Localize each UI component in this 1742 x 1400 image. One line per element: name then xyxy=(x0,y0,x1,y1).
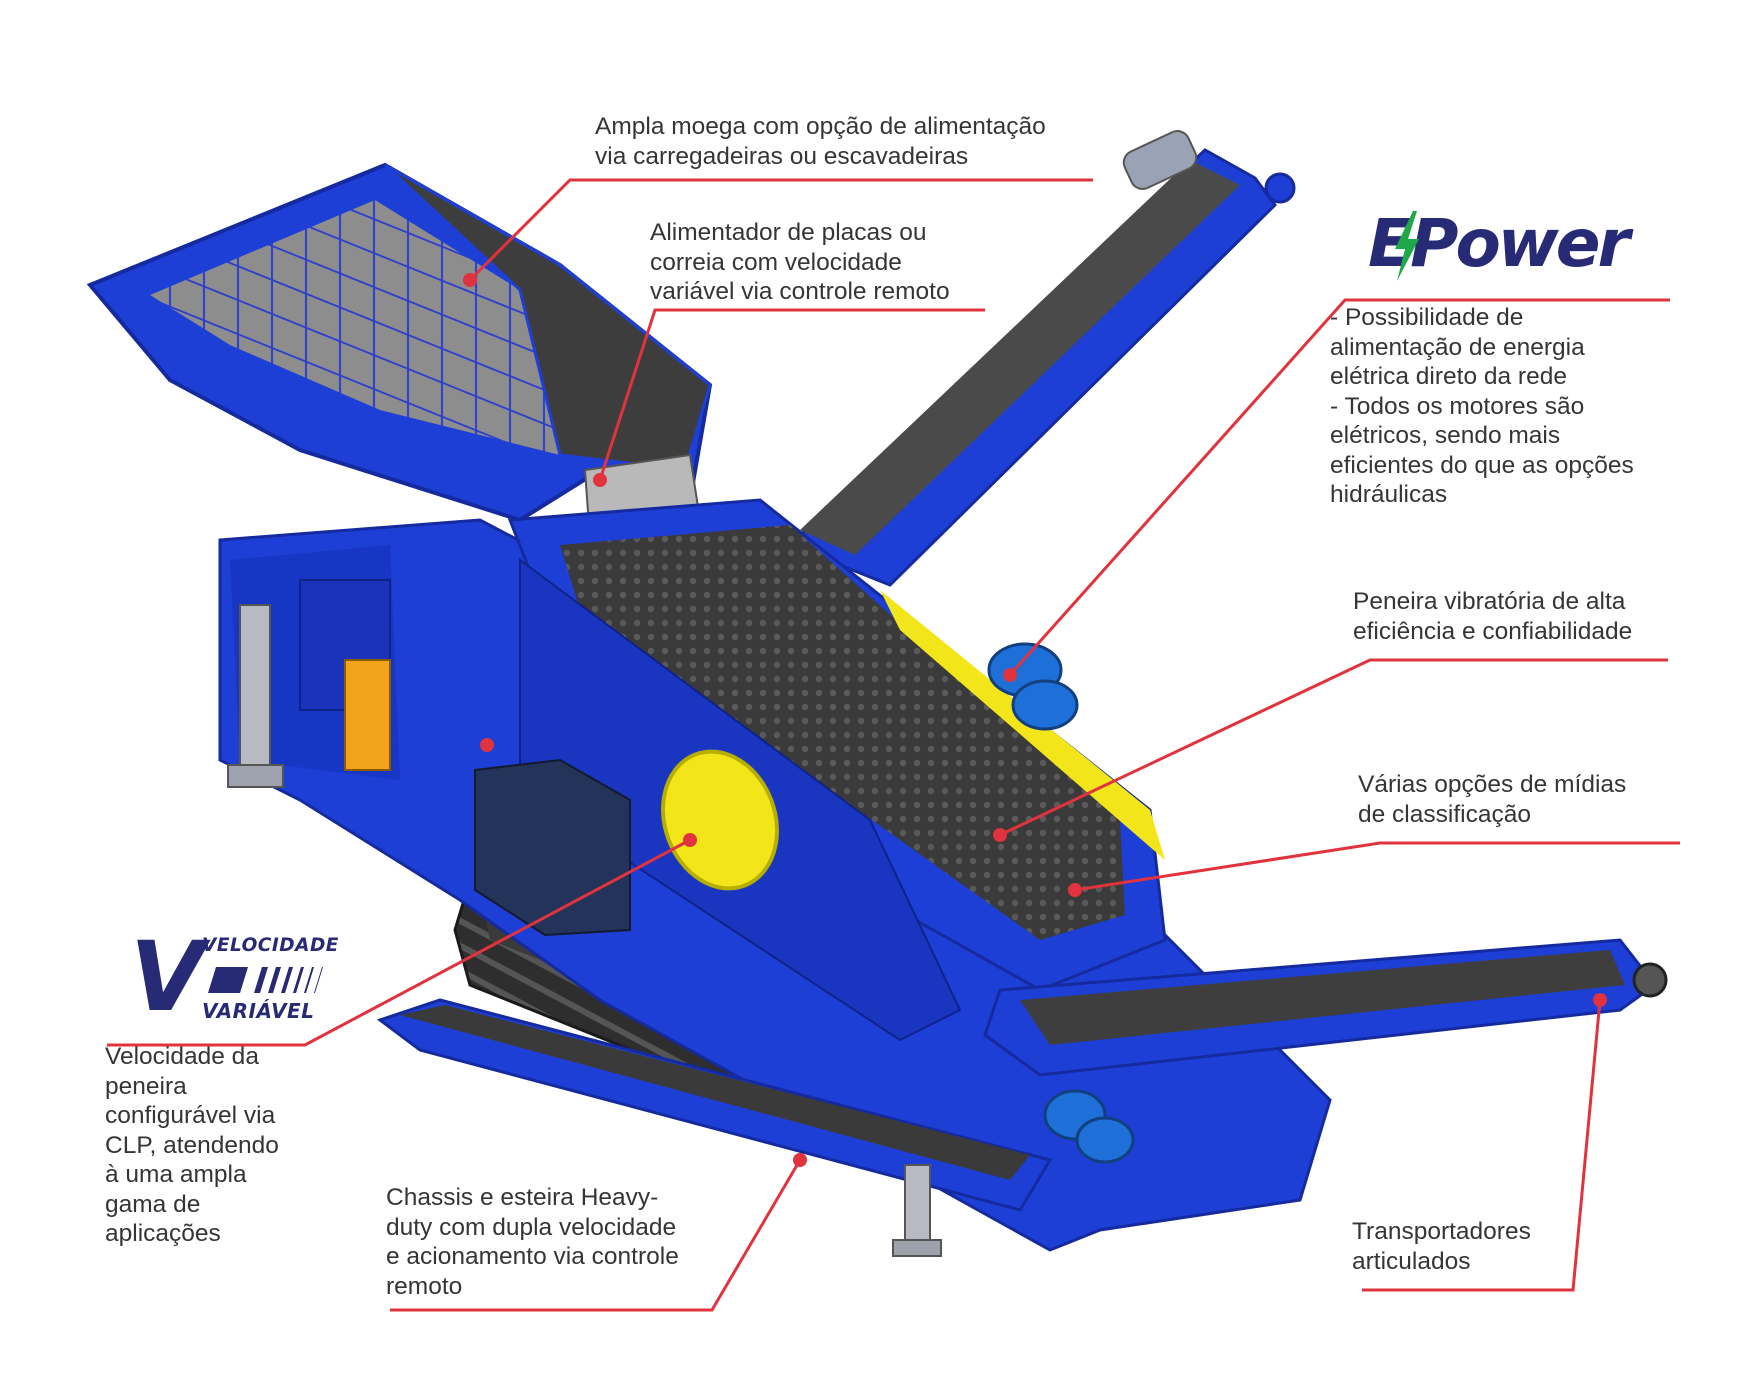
vibrator-guard xyxy=(661,749,779,891)
leader-conveyors xyxy=(1362,999,1602,1292)
leader-epower xyxy=(1008,298,1670,676)
callout-feeder: Alimentador de placas ou correia com vel… xyxy=(650,219,950,305)
stockpile-conveyor xyxy=(787,130,1296,587)
callout-chassis: Chassis e esteira Heavy- duty com dupla … xyxy=(386,1184,679,1300)
variable-speed-logo: V VELOCIDADE VARIÁVEL xyxy=(130,921,340,1033)
callout-epower: - Possibilidade de alimentação de energi… xyxy=(1330,304,1634,508)
callout-anchors xyxy=(463,273,1607,1167)
variable-speed-logo-line1: VELOCIDADE xyxy=(202,935,339,956)
leader-chassis xyxy=(390,1159,802,1312)
callout-screen: Peneira vibratória de alta eficiência e … xyxy=(1353,588,1633,645)
lightning-bolt-icon xyxy=(1395,211,1419,281)
feed-hopper xyxy=(86,162,713,542)
support-legs xyxy=(227,604,942,1257)
speed-stripes-icon xyxy=(208,967,323,993)
leader-media xyxy=(1074,841,1680,892)
side-conveyor-right xyxy=(983,938,1668,1077)
callout-hopper: Ampla moega com opção de alimentação via… xyxy=(595,113,1046,170)
leader-screen xyxy=(999,658,1668,837)
leader-hopper xyxy=(468,178,1093,282)
leader-speed xyxy=(107,838,691,1047)
callout-speed: Velocidade da peneira configurável via C… xyxy=(105,1043,279,1247)
variable-speed-logo-line2: VARIÁVEL xyxy=(202,999,315,1023)
epower-logo: EPower xyxy=(1368,205,1630,287)
fines-conveyor-bottom xyxy=(376,998,1053,1212)
electric-motors xyxy=(987,642,1135,1164)
leader-feeder xyxy=(598,308,985,481)
variable-speed-logo-letter: V xyxy=(130,921,205,1033)
callout-media: Várias opções de mídias de classificação xyxy=(1358,771,1627,828)
callout-conveyors: Transportadores articulados xyxy=(1352,1218,1531,1275)
callout-leaders xyxy=(107,178,1680,1312)
